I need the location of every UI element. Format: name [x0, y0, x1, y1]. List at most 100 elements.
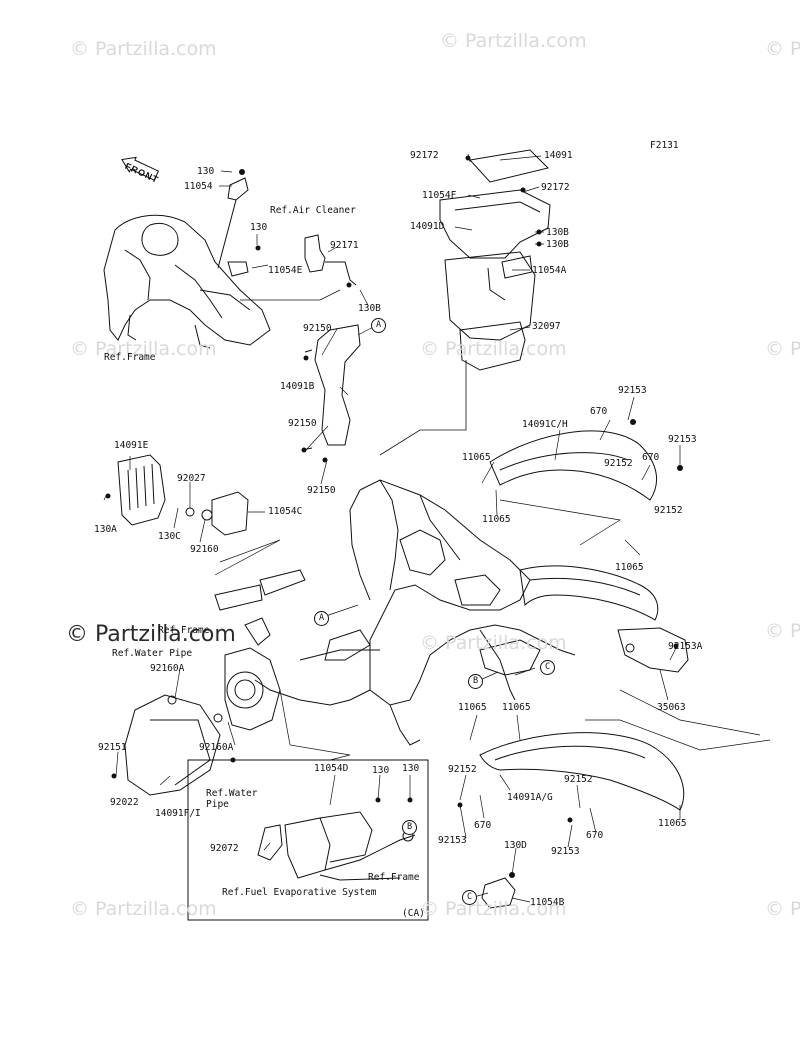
marker-b: B: [402, 820, 417, 835]
part-label[interactable]: 92027: [177, 473, 206, 484]
watermark: © Partzilla.com: [765, 620, 800, 642]
part-label[interactable]: 92160A: [150, 663, 185, 674]
part-label[interactable]: 92150: [307, 485, 336, 496]
part-label[interactable]: 11065: [458, 702, 487, 713]
part-label[interactable]: 11065: [658, 818, 687, 829]
part-label[interactable]: 11065: [482, 514, 511, 525]
rear-fender-lower: [479, 732, 685, 811]
part-label[interactable]: 14091E: [114, 440, 149, 451]
watermark: © Partzilla.com: [70, 38, 217, 60]
part-label[interactable]: 92152: [448, 764, 477, 775]
battery-lid: [469, 149, 549, 183]
marker-c: C: [462, 890, 477, 905]
part-label[interactable]: 92072: [210, 843, 239, 854]
part-label[interactable]: 11054C: [268, 506, 303, 517]
marker-b: B: [468, 674, 483, 689]
watermark: © Partzilla.com: [420, 632, 567, 654]
marker-a: A: [371, 318, 386, 333]
main-frame: [359, 479, 576, 706]
part-label[interactable]: 130: [197, 166, 215, 177]
part-label[interactable]: 92171: [330, 240, 359, 251]
part-label[interactable]: 130C: [158, 531, 181, 542]
rear-fender-upper: [489, 430, 658, 501]
part-label[interactable]: 11054F: [422, 190, 457, 201]
ref-air-cleaner: Ref.Air Cleaner: [270, 205, 356, 216]
part-label[interactable]: 92172: [410, 150, 439, 161]
ref-water-pipe-top: Ref.Water Pipe: [112, 648, 193, 659]
evap-canister: [284, 817, 331, 879]
part-label[interactable]: 130: [250, 222, 268, 233]
watermark: © Partzilla.com: [70, 338, 217, 360]
part-label[interactable]: 11065: [615, 562, 644, 573]
watermark-primary: © Partzilla.com: [66, 622, 236, 647]
ref-water-pipe-bottom: Ref.Water Pipe: [206, 788, 258, 810]
part-label[interactable]: 14091B: [280, 381, 315, 392]
part-label[interactable]: 92160: [190, 544, 219, 555]
part-label[interactable]: 92153: [438, 835, 467, 846]
side-cover-14091f: [124, 694, 221, 796]
part-label[interactable]: 14091A/G: [507, 792, 553, 803]
part-label[interactable]: 35063: [657, 702, 686, 713]
part-label[interactable]: 670: [474, 820, 492, 831]
rear-fender-strut: [519, 565, 659, 621]
part-label[interactable]: 92022: [110, 797, 139, 808]
part-label[interactable]: 11054E: [268, 265, 303, 276]
watermark: © Partzilla.com: [440, 30, 587, 52]
part-label[interactable]: 14091D: [410, 221, 445, 232]
part-label[interactable]: 92172: [541, 182, 570, 193]
part-label[interactable]: 130B: [546, 239, 569, 250]
part-label[interactable]: 92151: [98, 742, 127, 753]
watermark: © Partzilla.com: [765, 898, 800, 920]
part-label[interactable]: 14091C/H: [522, 419, 568, 430]
water-pump-housing: [224, 647, 281, 731]
part-label[interactable]: 92153: [551, 846, 580, 857]
part-label[interactable]: 11054A: [532, 265, 567, 276]
part-label[interactable]: 14091: [544, 150, 573, 161]
part-label[interactable]: 92153: [618, 385, 647, 396]
part-label[interactable]: 92152: [654, 505, 683, 516]
part-label[interactable]: 92150: [303, 323, 332, 334]
bracket-11054b: [481, 877, 516, 909]
part-label[interactable]: 14091F/I: [155, 808, 201, 819]
watermark: © Partzilla.com: [765, 338, 800, 360]
ref-frame-top: Ref.Frame: [104, 352, 156, 363]
part-label[interactable]: 11065: [502, 702, 531, 713]
part-label[interactable]: 32097: [532, 321, 561, 332]
part-label[interactable]: 92152: [564, 774, 593, 785]
ref-frame-mid: Ref.Frame: [158, 625, 210, 636]
ref-frame-inset: Ref.Frame: [368, 872, 420, 883]
front-arrow-icon: [121, 156, 160, 181]
side-cover-14091e: [117, 454, 166, 526]
bracket-14091b: [314, 324, 361, 446]
part-label[interactable]: 130: [402, 763, 420, 774]
bracket-11054c: [211, 491, 249, 536]
part-label[interactable]: 92150: [288, 418, 317, 429]
part-label[interactable]: 670: [590, 406, 608, 417]
part-label[interactable]: 130D: [504, 840, 527, 851]
watermark: © Partzilla.com: [420, 338, 567, 360]
part-label[interactable]: 11054B: [530, 897, 565, 908]
ref-fuel-evaporative: Ref.Fuel Evaporative System: [222, 887, 377, 898]
part-label[interactable]: 130A: [94, 524, 117, 535]
part-label[interactable]: 92152: [604, 458, 633, 469]
watermark: © Partzilla.com: [420, 898, 567, 920]
part-label[interactable]: 130B: [546, 227, 569, 238]
part-label[interactable]: 670: [586, 830, 604, 841]
ca-inset-box: [187, 759, 429, 921]
part-label[interactable]: 670: [642, 452, 660, 463]
watermark: © Partzilla.com: [70, 898, 217, 920]
part-label[interactable]: 92160A: [199, 742, 234, 753]
region-note: (CA): [402, 908, 425, 919]
part-label[interactable]: 11054: [184, 181, 213, 192]
part-label[interactable]: 92153: [668, 434, 697, 445]
diagram-code: F2131: [650, 140, 679, 151]
part-label[interactable]: 11054D: [314, 763, 349, 774]
part-label[interactable]: 130: [372, 765, 390, 776]
part-label[interactable]: 130B: [358, 303, 381, 314]
battery-cell: [459, 321, 526, 371]
battery-tray: [439, 189, 551, 259]
part-label[interactable]: 92153A: [668, 641, 703, 652]
part-label[interactable]: 11065: [462, 452, 491, 463]
